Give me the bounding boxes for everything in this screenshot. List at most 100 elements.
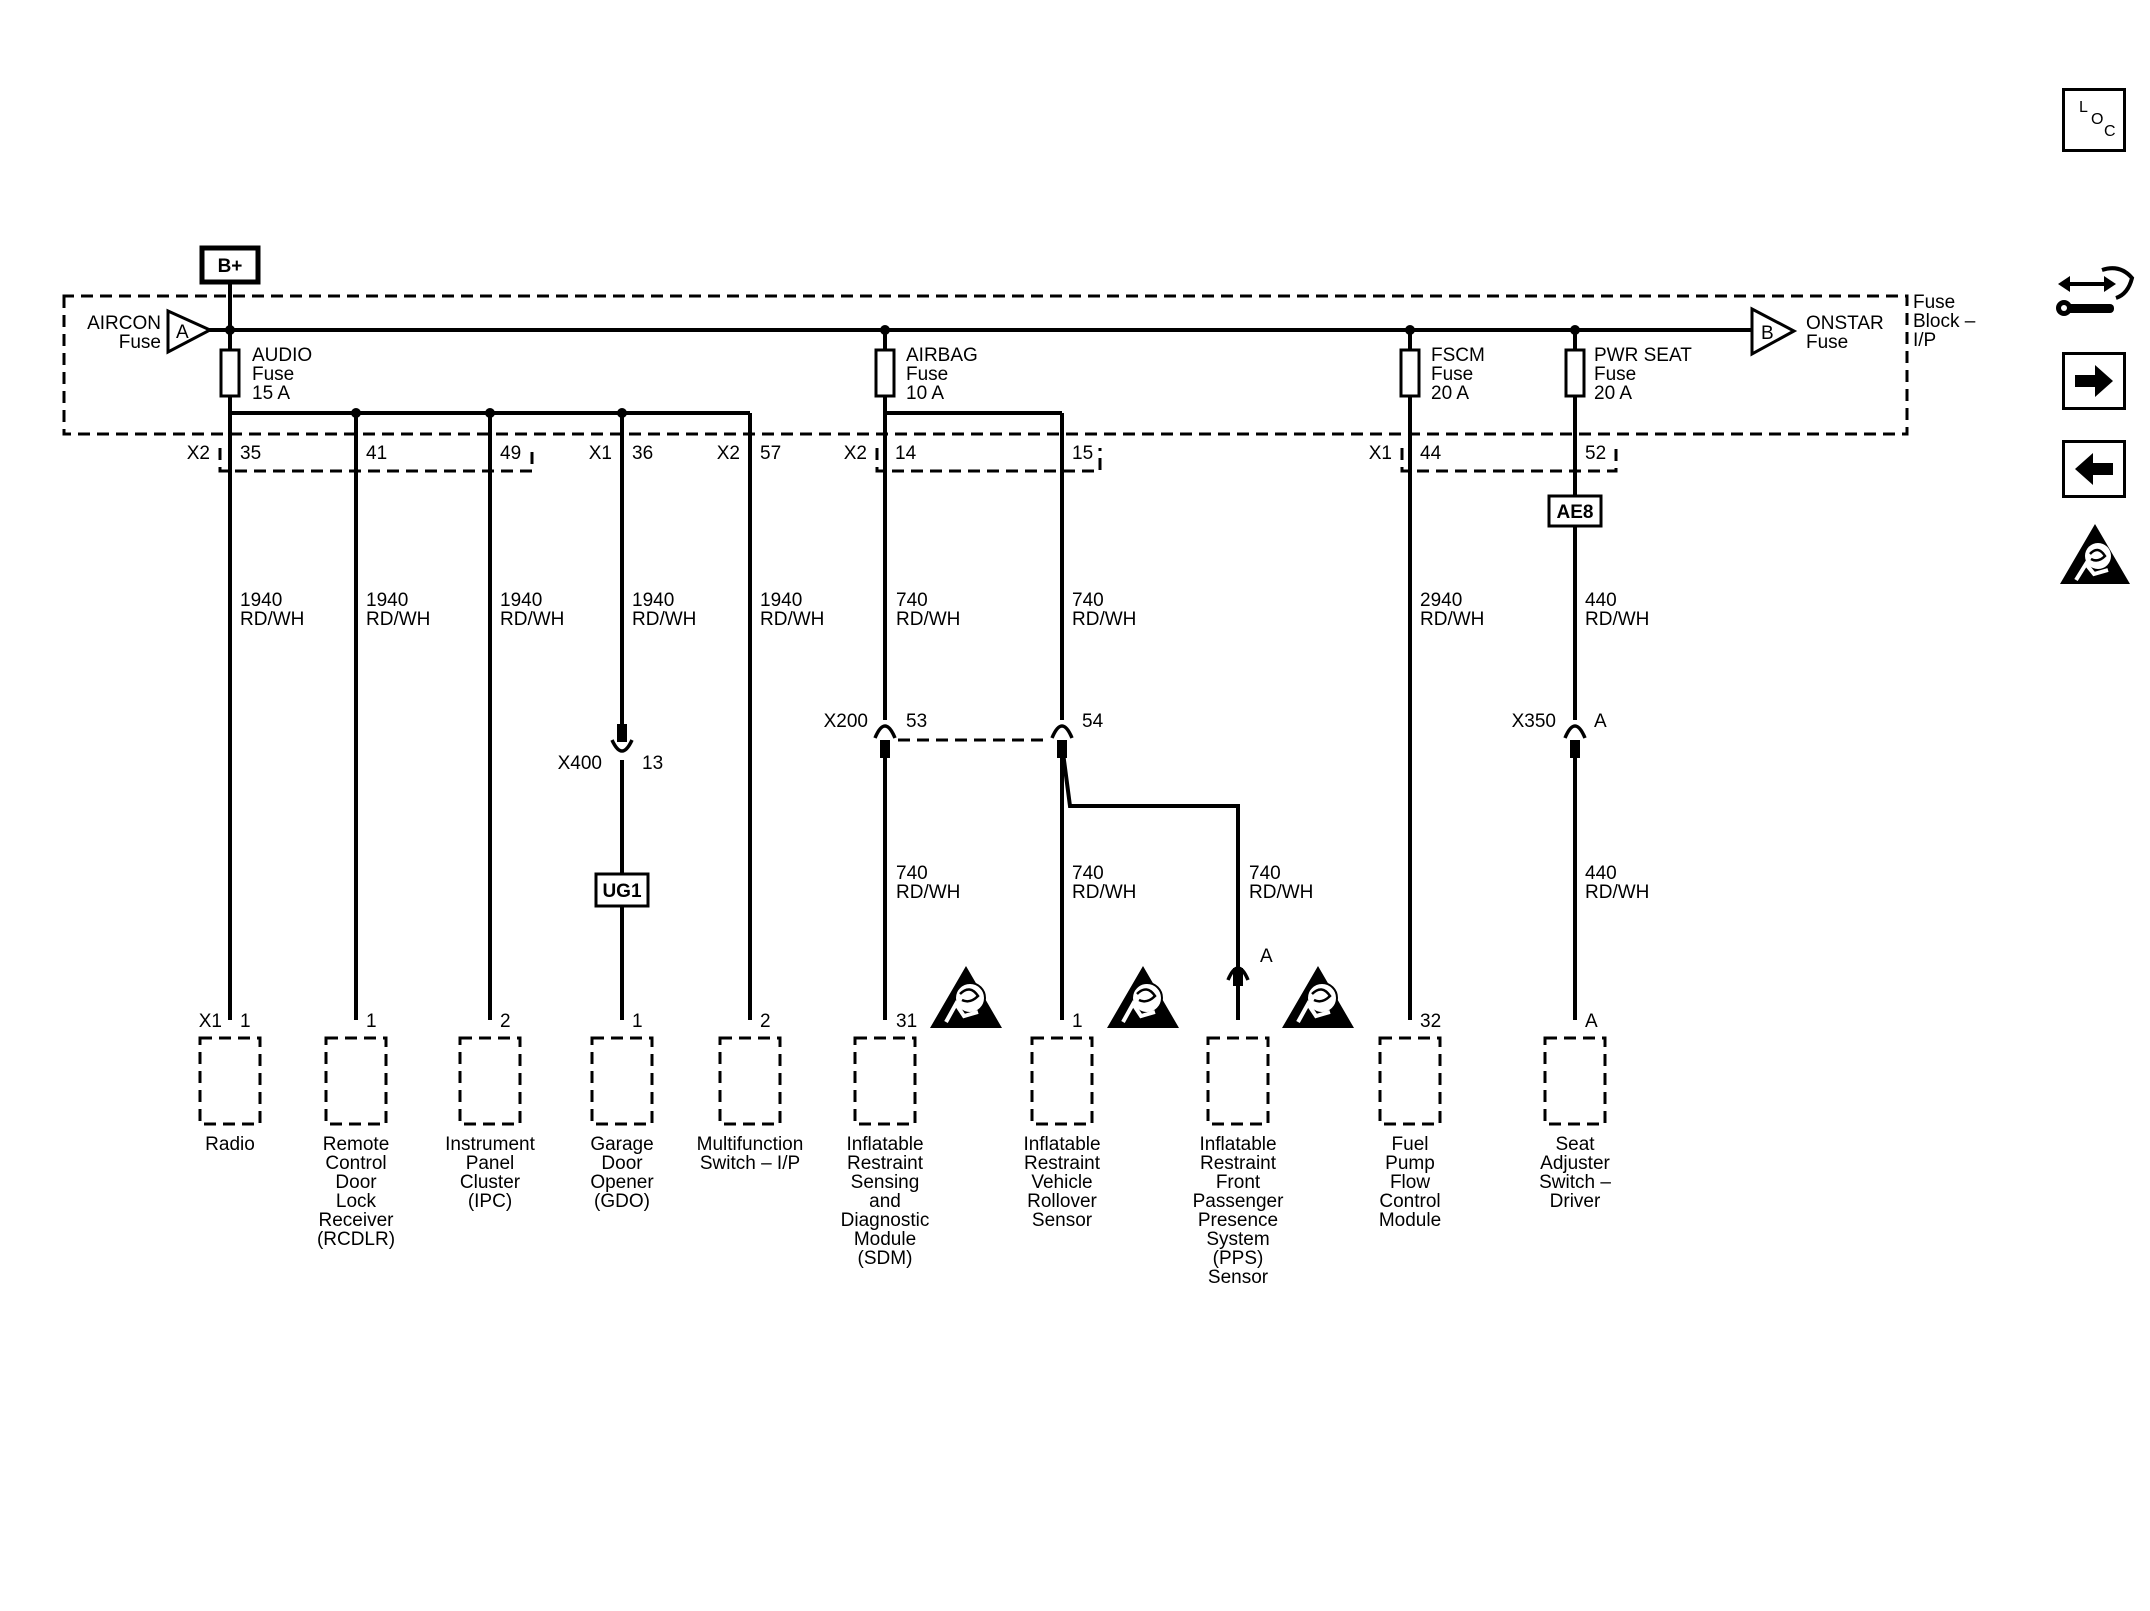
inline-connector-x200: X200 53 54 bbox=[824, 711, 1104, 758]
fuse-block-label-2: Block – bbox=[1913, 311, 1976, 332]
svg-text:54: 54 bbox=[1082, 711, 1104, 732]
fuse-audio: AUDIO Fuse 15 A bbox=[219, 325, 312, 413]
component-name-multifunction-switch: Multifunction Switch – I/P bbox=[697, 1134, 804, 1174]
svg-text:UG1: UG1 bbox=[602, 881, 642, 902]
svg-text:Switch – I/P: Switch – I/P bbox=[700, 1153, 800, 1174]
svg-text:15 A: 15 A bbox=[252, 383, 290, 404]
component-name-radio: Radio bbox=[205, 1134, 255, 1155]
svg-text:740: 740 bbox=[896, 590, 928, 611]
svg-text:740: 740 bbox=[1072, 590, 1104, 611]
feed-b-letter: B bbox=[1761, 323, 1774, 344]
svg-text:1: 1 bbox=[366, 1011, 377, 1032]
svg-text:AUDIO: AUDIO bbox=[252, 345, 312, 366]
feed-b-sub: Fuse bbox=[1806, 332, 1848, 353]
loc-button[interactable]: L O C bbox=[2062, 88, 2126, 152]
svg-text:57: 57 bbox=[760, 443, 781, 464]
svg-text:740: 740 bbox=[1249, 863, 1281, 884]
svg-text:RD/WH: RD/WH bbox=[1585, 882, 1649, 903]
svg-text:14: 14 bbox=[895, 443, 917, 464]
forward-button[interactable] bbox=[2062, 352, 2126, 410]
pps-connector: A bbox=[1226, 946, 1273, 986]
splice-ae8: AE8 bbox=[1547, 494, 1603, 528]
svg-text:RD/WH: RD/WH bbox=[500, 609, 564, 630]
svg-text:Restraint: Restraint bbox=[1024, 1153, 1101, 1174]
feed-b-arrow bbox=[1750, 306, 1798, 357]
svg-text:X2: X2 bbox=[187, 443, 210, 464]
svg-text:RD/WH: RD/WH bbox=[1420, 609, 1484, 630]
svg-text:2: 2 bbox=[760, 1011, 771, 1032]
svg-text:Control: Control bbox=[1379, 1191, 1440, 1212]
svg-text:15: 15 bbox=[1072, 443, 1093, 464]
svg-text:Instrument: Instrument bbox=[445, 1134, 535, 1155]
svg-text:52: 52 bbox=[1585, 443, 1606, 464]
svg-text:X350: X350 bbox=[1512, 711, 1556, 732]
component-name-seat-adjuster-switch: Seat Adjuster Switch – Driver bbox=[1539, 1134, 1611, 1212]
svg-text:Driver: Driver bbox=[1550, 1191, 1601, 1212]
svg-text:1940: 1940 bbox=[240, 590, 282, 611]
svg-text:PWR SEAT: PWR SEAT bbox=[1594, 345, 1692, 366]
svg-text:Presence: Presence bbox=[1198, 1210, 1278, 1231]
inline-connector-x350: X350 A bbox=[1512, 711, 1607, 758]
svg-text:Diagnostic: Diagnostic bbox=[841, 1210, 930, 1231]
feed-a-letter: A bbox=[176, 322, 189, 343]
svg-text:Restraint: Restraint bbox=[847, 1153, 924, 1174]
component-name-gdo: Garage Door Opener (GDO) bbox=[590, 1134, 654, 1212]
feed-a-arrow bbox=[166, 308, 214, 355]
svg-text:X2: X2 bbox=[717, 443, 740, 464]
splice-ug1: UG1 bbox=[594, 872, 650, 908]
fuse-fscm: FSCM Fuse 20 A bbox=[1399, 325, 1485, 413]
svg-text:RD/WH: RD/WH bbox=[1585, 609, 1649, 630]
svg-text:20 A: 20 A bbox=[1431, 383, 1469, 404]
svg-text:49: 49 bbox=[500, 443, 521, 464]
connector-x2-audio bbox=[218, 448, 534, 473]
component-name-sdm: Inflatable Restraint Sensing and Diagnos… bbox=[841, 1134, 930, 1269]
svg-text:Seat: Seat bbox=[1555, 1134, 1595, 1155]
feed-b-name: ONSTAR bbox=[1806, 313, 1884, 334]
airbag-warning-icon bbox=[928, 964, 1004, 1030]
feed-a-name: AIRCON bbox=[87, 313, 161, 334]
svg-text:41: 41 bbox=[366, 443, 387, 464]
svg-text:Restraint: Restraint bbox=[1200, 1153, 1277, 1174]
connector-info-icon[interactable] bbox=[2050, 260, 2140, 330]
airbag-warning-icon bbox=[1280, 964, 1356, 1030]
svg-text:Fuel: Fuel bbox=[1392, 1134, 1429, 1155]
svg-text:31: 31 bbox=[896, 1011, 917, 1032]
svg-text:RD/WH: RD/WH bbox=[1072, 609, 1136, 630]
connector-info-icon bbox=[2056, 266, 2135, 316]
svg-text:(PPS): (PPS) bbox=[1213, 1248, 1264, 1269]
svg-text:Flow: Flow bbox=[1390, 1172, 1430, 1193]
svg-text:A: A bbox=[1594, 711, 1607, 732]
svg-text:Radio: Radio bbox=[205, 1134, 255, 1155]
fuse-airbag: AIRBAG Fuse 10 A bbox=[874, 325, 978, 413]
svg-text:Passenger: Passenger bbox=[1193, 1191, 1285, 1212]
svg-text:Inflatable: Inflatable bbox=[1199, 1134, 1276, 1155]
fuse-pwr-seat: PWR SEAT Fuse 20 A bbox=[1564, 325, 1692, 413]
svg-text:(IPC): (IPC) bbox=[468, 1191, 512, 1212]
svg-text:1940: 1940 bbox=[500, 590, 542, 611]
svg-text:1: 1 bbox=[240, 1011, 251, 1032]
lower-wire-labels: 740 RD/WH 740 RD/WH 740 RD/WH 440 RD/WH bbox=[896, 863, 1649, 903]
svg-text:Receiver: Receiver bbox=[319, 1210, 395, 1231]
svg-text:Module: Module bbox=[854, 1229, 916, 1250]
svg-text:2: 2 bbox=[500, 1011, 511, 1032]
airbag-warning-button[interactable] bbox=[2050, 520, 2140, 590]
svg-text:740: 740 bbox=[896, 863, 928, 884]
svg-text:X1: X1 bbox=[199, 1011, 222, 1032]
wires bbox=[228, 413, 1577, 1020]
component-name-ipc: Instrument Panel Cluster (IPC) bbox=[445, 1134, 535, 1212]
svg-text:Cluster: Cluster bbox=[460, 1172, 521, 1193]
svg-text:Switch –: Switch – bbox=[1539, 1172, 1611, 1193]
svg-text:440: 440 bbox=[1585, 590, 1617, 611]
svg-text:RD/WH: RD/WH bbox=[896, 609, 960, 630]
svg-text:System: System bbox=[1206, 1229, 1269, 1250]
svg-text:Front: Front bbox=[1216, 1172, 1261, 1193]
svg-text:Multifunction: Multifunction bbox=[697, 1134, 804, 1155]
svg-text:53: 53 bbox=[906, 711, 927, 732]
back-button[interactable] bbox=[2062, 440, 2126, 498]
svg-text:20 A: 20 A bbox=[1594, 383, 1632, 404]
svg-text:Fuse: Fuse bbox=[252, 364, 294, 385]
connector-x1-fscm bbox=[1400, 448, 1618, 473]
svg-text:10 A: 10 A bbox=[906, 383, 944, 404]
fuse-block-outline bbox=[62, 294, 1909, 436]
